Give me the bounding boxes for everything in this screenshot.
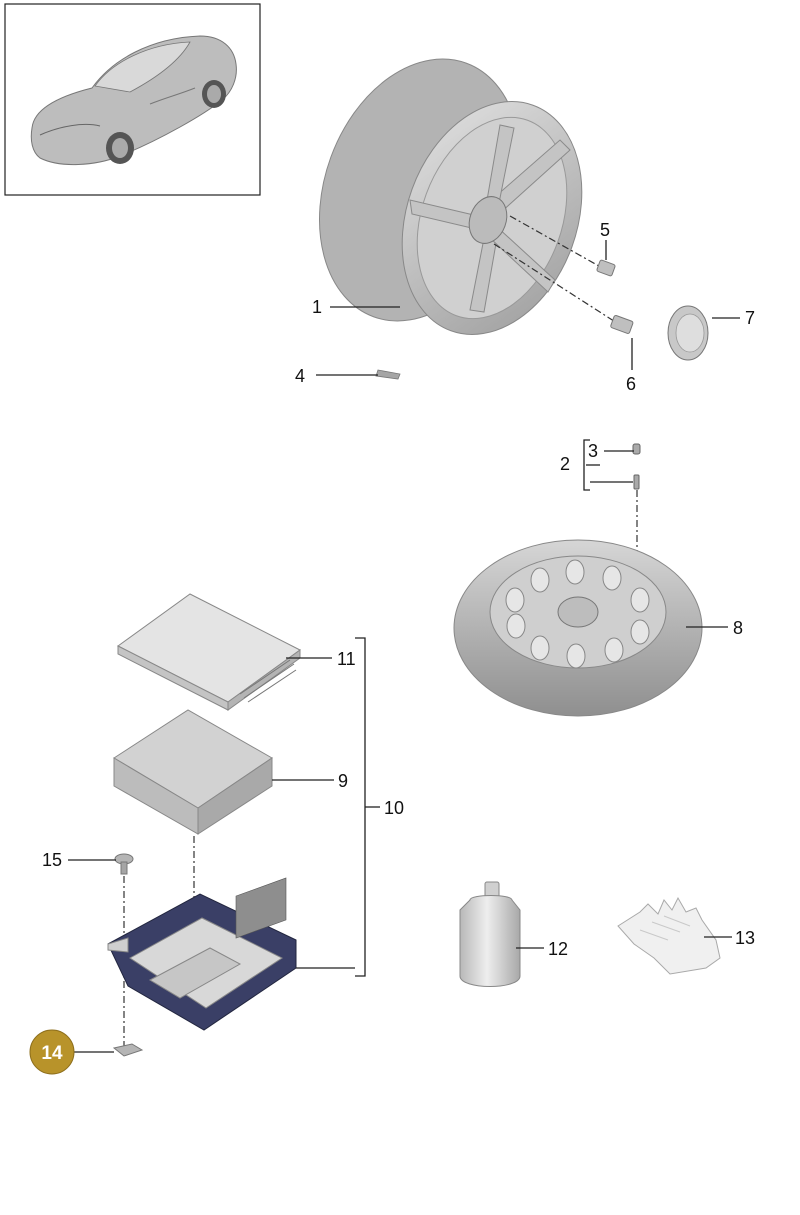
callout-1: 1 <box>312 297 322 317</box>
callout-8: 8 <box>733 618 743 638</box>
callout-2: 2 <box>560 454 570 474</box>
callout-10: 10 <box>384 798 404 818</box>
callout-9: 9 <box>338 771 348 791</box>
gloves-icon <box>617 896 721 975</box>
callout-14: 14 <box>41 1043 63 1064</box>
callout-5: 5 <box>600 220 610 240</box>
balance-weight-icon <box>375 369 401 380</box>
callout-13: 13 <box>735 928 755 948</box>
group-bracket-10 <box>355 637 366 977</box>
center-cap-icon <box>667 305 709 361</box>
group-bracket-2 <box>583 439 590 491</box>
callout-15: 15 <box>42 850 62 870</box>
callout-7: 7 <box>745 308 755 328</box>
wheel-bolt-icon <box>596 259 616 277</box>
bolt-axis-line-5 <box>509 215 607 271</box>
compressor-box-icon <box>113 709 273 835</box>
spare-wheel-icon <box>453 539 703 717</box>
holder-bracket-icon <box>107 877 297 1031</box>
callout-12: 12 <box>548 939 568 959</box>
callout-11: 11 <box>337 649 356 669</box>
cover-pad-icon <box>117 593 301 711</box>
screw-icon <box>114 853 134 875</box>
wheel-bolt-icon <box>610 315 634 334</box>
sealant-bottle-icon <box>459 881 521 987</box>
sports-coupe-car-icon <box>30 35 237 165</box>
thumbnail-frame <box>4 3 261 196</box>
leader-lines <box>68 240 740 1053</box>
highlight-badge-14[interactable]: 14 <box>29 1029 75 1075</box>
bolt-axis-line-6 <box>493 243 621 326</box>
alloy-wheel-rim-icon <box>318 58 583 335</box>
callout-6: 6 <box>626 374 636 394</box>
callout-4: 4 <box>295 366 305 386</box>
clip-nut-icon <box>112 1043 144 1057</box>
valve-icon <box>632 443 641 490</box>
callout-3: 3 <box>588 441 598 461</box>
